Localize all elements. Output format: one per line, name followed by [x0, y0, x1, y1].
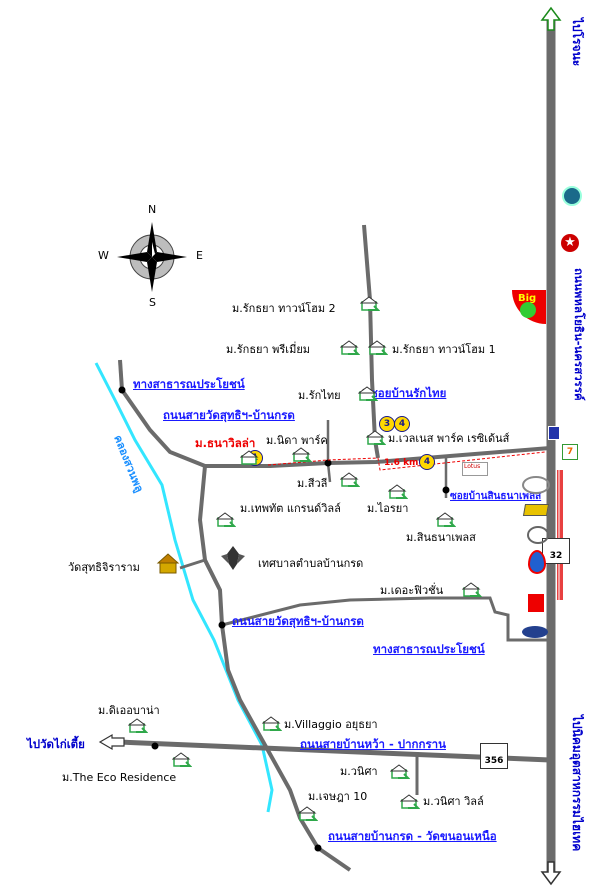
bigc-logo-text: Big [518, 293, 537, 304]
bank-logo-icon [562, 186, 582, 206]
thai-flag-pin-icon [548, 426, 560, 440]
highway-top-arrow [540, 6, 562, 31]
route-356-shield: 356 [480, 743, 508, 769]
label-public-benefit-top: ทางสาธารณประโยชน์ [133, 377, 245, 391]
place-rak-thaya-premium: ม.รักธยา พรีเมี่ยม [226, 343, 311, 356]
distance-label: 1.6 km [384, 458, 419, 468]
compass-n: N [148, 203, 157, 216]
house-icon [359, 296, 381, 312]
road-wat-suthi [197, 465, 352, 872]
house-icon [171, 752, 193, 768]
place-thana-villa: ม.ธนาวิลล่า [195, 436, 256, 450]
house-icon [261, 716, 283, 732]
house-icon [461, 582, 483, 598]
label-wat-suthi-top: ถนนสายวัดสุทธิฯ-บ้านกรด [163, 408, 295, 422]
place-tessaban: เทศบาลตำบลบ้านกรด [258, 557, 364, 570]
house-icon [127, 718, 149, 734]
highway-red-strip [557, 470, 563, 600]
highway-name-label: ถนนพหลโยธิน-นครสวรรค์ [572, 268, 586, 401]
house-icon [389, 764, 411, 780]
house-icon [297, 806, 319, 822]
house-icon [365, 430, 387, 446]
compass-rose [117, 222, 187, 292]
highway-to-bottom-label: ไปนิคมอุตสาหกรรมไฮเทค [570, 715, 584, 852]
route-32-shield: 32 [542, 538, 570, 564]
lotus-logo-icon: Lotus [462, 462, 488, 476]
isuzu-logo-icon [528, 594, 544, 612]
house-icon [435, 512, 457, 528]
place-wanisa: ม.วนิศา [340, 765, 378, 778]
road-fusion [221, 596, 548, 642]
label-wat-suthi-mid: ถนนสายวัดสุทธิฯ-บ้านกรด [232, 614, 364, 628]
place-chetsada: ม.เจษฎา 10 [308, 790, 368, 803]
ptt-logo-icon [528, 550, 546, 574]
place-sawili: ม.สีวลี [297, 477, 328, 490]
road-main-east-west [120, 388, 551, 468]
arrow-wat-kai-tia [98, 733, 125, 751]
chevrolet-logo-icon [522, 504, 550, 516]
house-icon [291, 447, 313, 463]
label-soi-rak-thai: ซอยบ้านรักไทย [370, 386, 447, 400]
canal-line [94, 362, 274, 813]
road-rak-thai [362, 224, 380, 459]
house-icon [357, 386, 379, 402]
place-nida-park: ม.นิดา พาร์ค [266, 434, 328, 447]
house-icon [239, 450, 260, 466]
place-wanisa-ville: ม.วนิศา วิลล์ [423, 795, 484, 808]
seven-eleven-icon: 7 [562, 444, 578, 460]
place-thepphat: ม.เทพทัต แกรนด์วิลล์ [240, 502, 341, 515]
place-fusion: ม.เดอะฟิวชั่น [380, 584, 444, 597]
badge-4-top: 4 [394, 416, 410, 432]
place-wellness: ม.เวลเนส พาร์ค เรซิเด้นส์ [388, 432, 510, 445]
place-airya: ม.ไอรยา [367, 502, 409, 515]
house-icon [339, 472, 361, 488]
house-icon [367, 340, 389, 356]
place-villaggio: ม.Villaggio อยุธยา [284, 718, 378, 731]
place-rak-thaya-2: ม.รักธยา ทาวน์โฮม 2 [232, 302, 336, 315]
nissan-logo-icon [522, 476, 550, 494]
house-icon [399, 794, 421, 810]
place-de-urbana: ม.ดิเออบาน่า [98, 704, 160, 717]
label-to-wat-kai-tia: ไปวัดไก่เตี้ย [27, 737, 85, 751]
badge-4-distance: 4 [419, 454, 435, 470]
house-icon [387, 484, 409, 500]
highway-to-top-label: ไปโรจนะ [570, 18, 584, 67]
place-rak-thai: ม.รักไทย [298, 389, 341, 402]
lotus-logo-text: Lotus [464, 463, 481, 470]
highway-bottom-arrow [540, 861, 562, 886]
road-ban-wa [117, 739, 551, 763]
star-logo-icon: ★ [561, 234, 579, 252]
place-eco: ม.The Eco Residence [62, 771, 177, 784]
ford-logo-icon [522, 626, 548, 638]
place-sinthana: ม.สินธนาเพลส [406, 531, 476, 544]
place-wat-suthi: วัดสุทธิจิราราม [68, 561, 140, 574]
compass-w: W [98, 249, 109, 262]
temple-icon [156, 553, 180, 574]
tessaban-emblem [221, 546, 245, 570]
compass-s: S [149, 296, 156, 309]
place-rak-thaya-1: ม.รักธยา ทาวน์โฮม 1 [392, 343, 496, 356]
label-public-benefit-bottom: ทางสาธารณประโยชน์ [373, 642, 485, 656]
house-icon [339, 340, 361, 356]
compass-e: E [196, 249, 203, 262]
house-icon [215, 512, 237, 528]
label-ban-wa: ถนนสายบ้านหว้า - ปากกราน [300, 737, 446, 751]
label-ban-krot: ถนนสายบ้านกรด - วัดขนอนเหนือ [328, 829, 497, 843]
mazda-logo-icon [527, 526, 549, 544]
label-soi-sinthana: ซอยบ้านสินธนาเพลส [450, 491, 542, 502]
